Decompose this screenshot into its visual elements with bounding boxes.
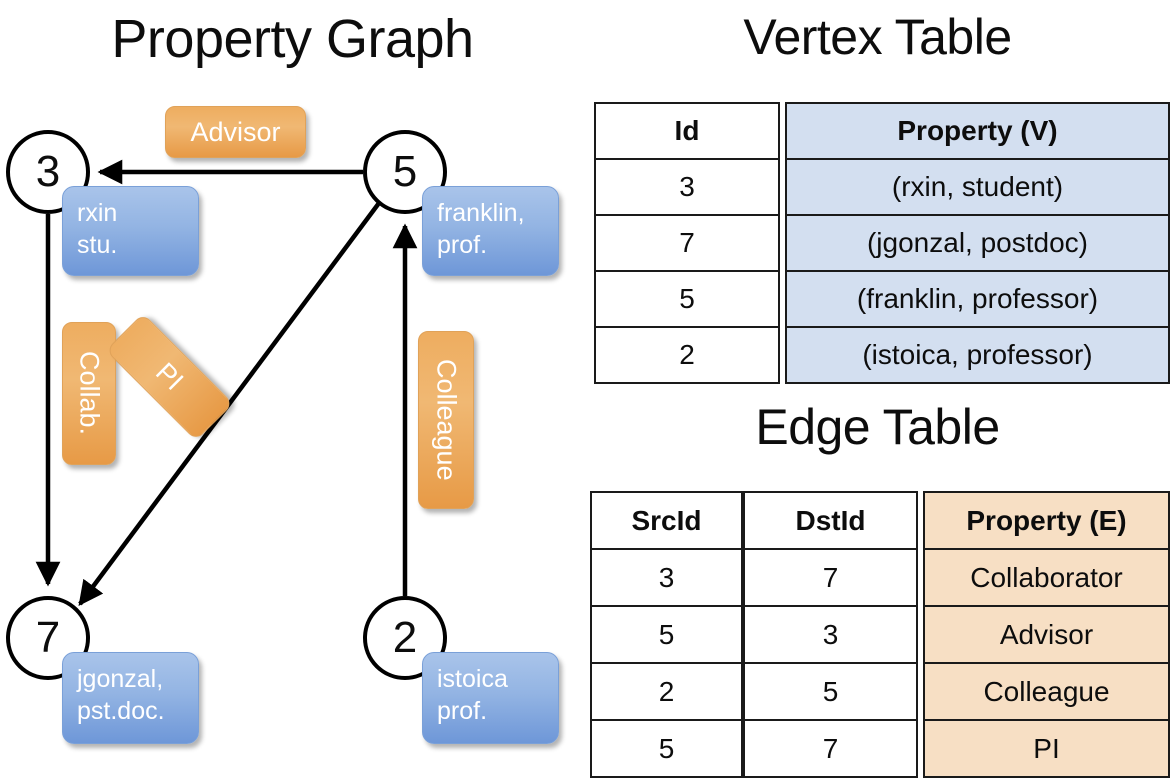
table-row: Colleague — [923, 662, 1170, 721]
edge-table-title: Edge Table — [755, 399, 1000, 455]
table-row: 5 — [590, 605, 743, 664]
column-header-srcid: SrcId — [590, 491, 743, 550]
edge-dst-cell: 3 — [743, 605, 918, 664]
table-row: (jgonzal, postdoc) — [785, 214, 1170, 272]
table-row: 5 — [743, 662, 918, 721]
vertex-table-id-column: Id 3 7 5 2 — [594, 102, 780, 384]
vertex-property-line: jgonzal, — [77, 665, 164, 693]
table-row: PI — [923, 719, 1170, 778]
table-row: 7 — [743, 548, 918, 607]
table-row: 2 — [590, 662, 743, 721]
vertex-property-line: pst.doc. — [77, 697, 165, 725]
vertex-property-cell: (istoica, professor) — [785, 326, 1170, 384]
table-row: 2 — [594, 326, 780, 384]
vertex-property-line: franklin, — [437, 199, 525, 227]
vertex-property-line: istoica — [437, 665, 508, 693]
table-row: 5 — [590, 719, 743, 778]
table-row: Advisor — [923, 605, 1170, 664]
edge-label-colleague: Colleague — [418, 331, 474, 509]
edge-dst-cell: 5 — [743, 662, 918, 721]
edge-label-advisor: Advisor — [165, 106, 306, 158]
edge-label-text: Collab. — [74, 351, 105, 436]
edge-src-cell: 5 — [590, 605, 743, 664]
edge-property-cell: Colleague — [923, 662, 1170, 721]
edge-property-cell: Advisor — [923, 605, 1170, 664]
edge-label-collab: Collab. — [62, 322, 116, 465]
vertex-property-cell: (rxin, student) — [785, 158, 1170, 216]
vertex-property-box-2: istoica prof. — [422, 652, 559, 744]
table-row: (rxin, student) — [785, 158, 1170, 216]
vertex-property-cell: (jgonzal, postdoc) — [785, 214, 1170, 272]
vertex-table-property-column: Property (V) (rxin, student) (jgonzal, p… — [785, 102, 1170, 384]
edge-label-text: PI — [150, 357, 190, 397]
vertex-property-line: rxin — [77, 199, 118, 227]
vertex-table-title: Vertex Table — [743, 9, 1012, 65]
vertex-property-cell: (franklin, professor) — [785, 270, 1170, 328]
vertex-id-cell: 3 — [594, 158, 780, 216]
vertex-id-cell: 5 — [594, 270, 780, 328]
edge-label-text: Advisor — [190, 116, 281, 147]
table-row: 3 — [594, 158, 780, 216]
edge-src-cell: 2 — [590, 662, 743, 721]
table-row: 3 — [590, 548, 743, 607]
table-row: 7 — [743, 719, 918, 778]
edge-dst-cell: 7 — [743, 548, 918, 607]
edge-table-dstid-column: DstId 7 3 5 7 — [743, 491, 918, 778]
edge-table-srcid-column: SrcId 3 5 2 5 — [590, 491, 743, 778]
edge-src-cell: 5 — [590, 719, 743, 778]
column-header-property-e: Property (E) — [923, 491, 1170, 550]
table-row: 5 — [594, 270, 780, 328]
table-header-row: Id — [594, 102, 780, 160]
column-header-dstid: DstId — [743, 491, 918, 550]
edge-label-text: Colleague — [431, 359, 462, 481]
table-row: 3 — [743, 605, 918, 664]
table-header-row: Property (E) — [923, 491, 1170, 550]
vertex-id-cell: 2 — [594, 326, 780, 384]
table-header-row: SrcId — [590, 491, 743, 550]
vertex-property-box-7: jgonzal, pst.doc. — [62, 652, 199, 744]
vertex-id-cell: 7 — [594, 214, 780, 272]
edge-dst-cell: 7 — [743, 719, 918, 778]
page-title-property-graph: Property Graph — [111, 9, 474, 69]
vertex-property-line: prof. — [437, 231, 488, 259]
vertex-property-box-5: franklin, prof. — [422, 186, 559, 276]
graph-node-2[interactable]: 2 — [363, 596, 447, 680]
column-header-property-v: Property (V) — [785, 102, 1170, 160]
edge-src-cell: 3 — [590, 548, 743, 607]
table-row: 7 — [594, 214, 780, 272]
graph-node-5[interactable]: 5 — [363, 130, 447, 214]
edge-property-cell: Collaborator — [923, 548, 1170, 607]
vertex-property-line: stu. — [77, 231, 118, 259]
edge-table-property-column: Property (E) Collaborator Advisor Collea… — [923, 491, 1170, 778]
property-graph-diagram: 3 5 7 2 rxin stu. franklin, prof. jgonza… — [0, 0, 585, 760]
table-header-row: Property (V) — [785, 102, 1170, 160]
table-header-row: DstId — [743, 491, 918, 550]
vertex-property-box-3: rxin stu. — [62, 186, 199, 276]
vertex-property-line: prof. — [437, 697, 488, 725]
table-row: Collaborator — [923, 548, 1170, 607]
table-row: (istoica, professor) — [785, 326, 1170, 384]
column-header-id: Id — [594, 102, 780, 160]
edge-property-cell: PI — [923, 719, 1170, 778]
table-row: (franklin, professor) — [785, 270, 1170, 328]
